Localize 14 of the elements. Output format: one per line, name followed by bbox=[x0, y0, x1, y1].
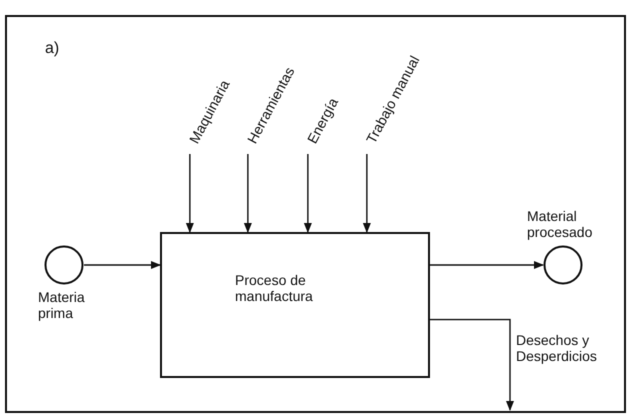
process-box bbox=[160, 232, 430, 378]
node-caption: Materia prima bbox=[38, 289, 86, 321]
circle-node bbox=[44, 245, 84, 285]
arrow bbox=[84, 261, 161, 269]
arrow bbox=[430, 261, 544, 269]
arrow bbox=[244, 154, 252, 233]
node-caption: Material procesado bbox=[527, 208, 594, 240]
process-label: Proceso de manufactura bbox=[235, 272, 314, 304]
arrow bbox=[186, 154, 194, 233]
arrow bbox=[304, 154, 312, 233]
arrow bbox=[362, 154, 371, 233]
circle-node bbox=[543, 245, 583, 285]
arrow bbox=[430, 318, 514, 411]
panel-label: a) bbox=[45, 40, 60, 58]
